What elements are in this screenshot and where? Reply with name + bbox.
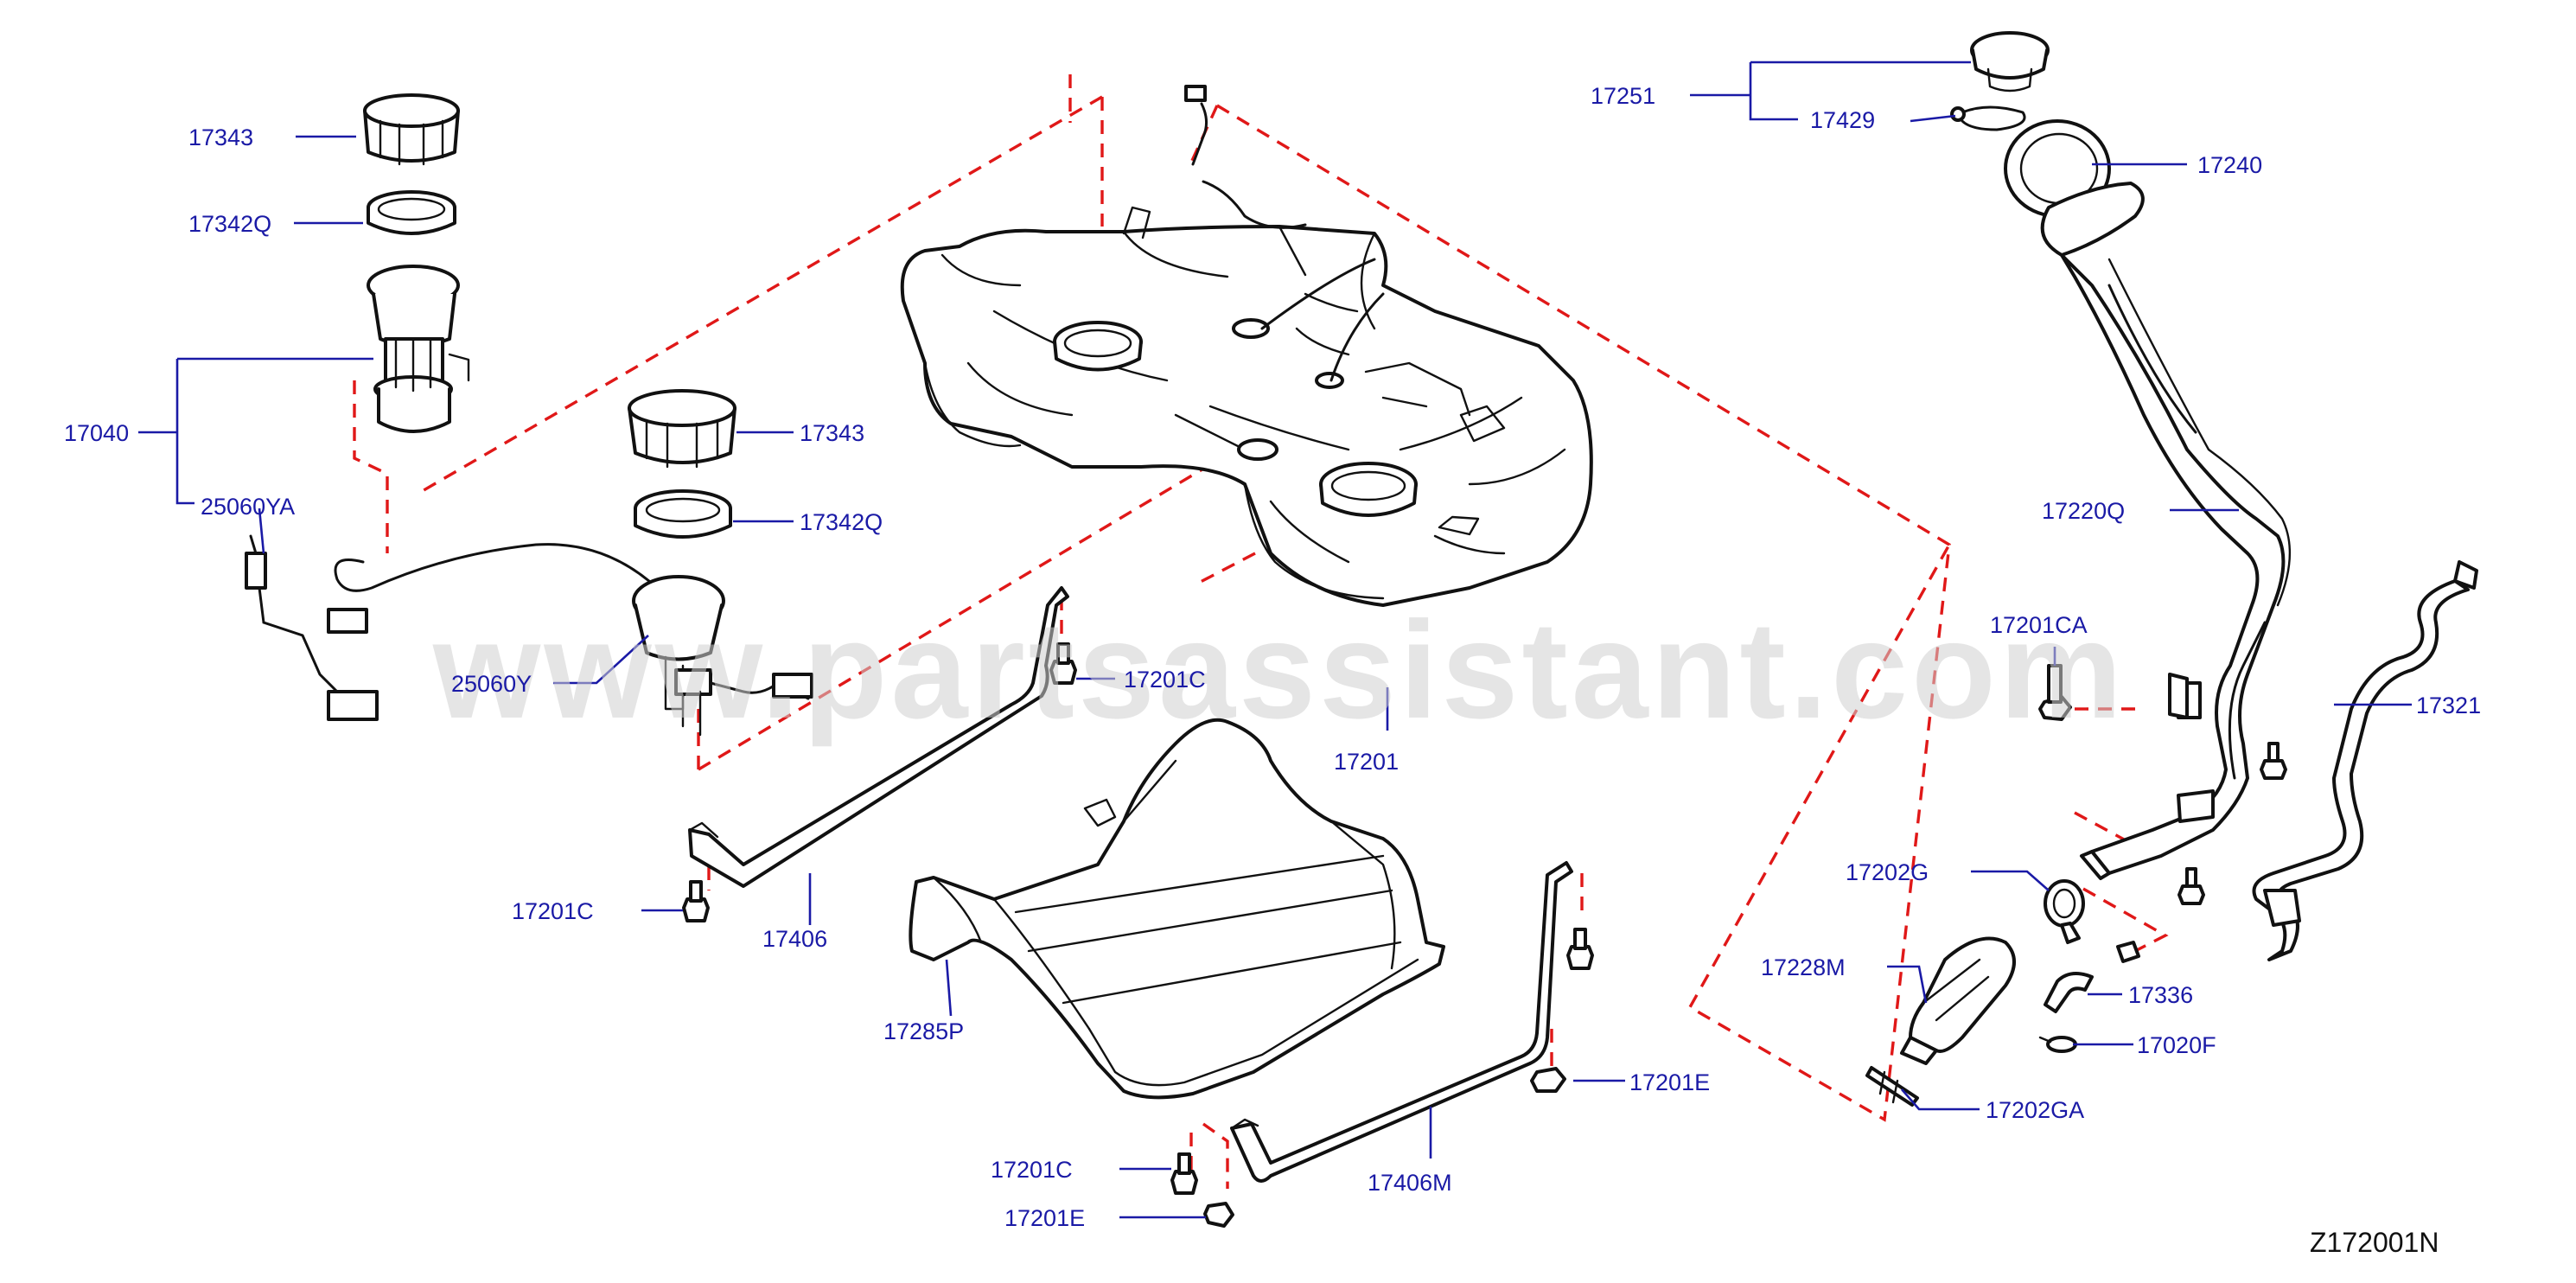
heat-shield — [909, 718, 1445, 1100]
clamp-17202ga — [1865, 1066, 1919, 1107]
callout-label: 17020F — [2137, 1032, 2216, 1058]
fuel-tank — [900, 85, 1593, 607]
filler-tube — [2040, 182, 2292, 880]
bolt-filler-b — [2177, 867, 2205, 905]
callout-label: 17220Q — [2042, 498, 2125, 524]
callout-label: 17240 — [2197, 152, 2262, 178]
callout-label: 17336 — [2128, 982, 2193, 1008]
callout-label: 17429 — [1810, 107, 1875, 133]
callout-label: 17201CA — [1990, 612, 2088, 638]
callout-label: 17228M — [1761, 954, 1846, 980]
callout-label: 25060YA — [201, 494, 295, 520]
fuel-pump-module-left — [367, 265, 470, 433]
lock-ring-centre — [628, 389, 736, 469]
leader-lines — [138, 61, 2412, 1219]
nut-17201e-b — [1203, 1202, 1234, 1228]
bolt-17201c-d — [1170, 1152, 1198, 1195]
callout-label: 17285P — [883, 1018, 964, 1044]
callout-label: 17251 — [1591, 83, 1655, 109]
tank-strap-right — [1230, 861, 1573, 1183]
cap-tether — [1950, 105, 2026, 131]
callout-label: 17202G — [1846, 859, 1929, 885]
callout-label: 17321 — [2416, 693, 2481, 718]
callout-label: 17040 — [64, 420, 129, 446]
callout-label: 17343 — [800, 420, 864, 446]
hose-17336 — [2044, 972, 2094, 1013]
bolts — [682, 642, 2287, 1228]
lock-ring-top-left — [363, 93, 460, 166]
bolt-17201ca — [2038, 664, 2072, 721]
callout-label: 17406 — [762, 926, 827, 952]
tank-strap-left — [688, 586, 1069, 888]
watermark: www.partsassistant.com — [432, 592, 2126, 747]
diagram-code: Z172001N — [2310, 1227, 2439, 1258]
callout-label: 17342Q — [188, 211, 271, 237]
callout-label: 25060Y — [451, 671, 532, 697]
bolt-17201c-b — [682, 880, 710, 922]
vent-hose-17321 — [2252, 560, 2478, 961]
fuel-filler-cap — [1970, 31, 2050, 93]
callout-label: 17406M — [1368, 1170, 1452, 1196]
callout-label: 17201C — [991, 1157, 1073, 1183]
nut-17201e-a — [1530, 1067, 1566, 1093]
callout-label: 17201C — [1124, 667, 1206, 693]
seal-ring-top-left — [367, 190, 456, 235]
bolt-filler-a — [2260, 742, 2287, 780]
callout-label: 17343 — [188, 124, 253, 150]
callout-label: 17201E — [1629, 1069, 1710, 1095]
clip-17020f — [2038, 1036, 2077, 1053]
callout-label: 17201E — [1004, 1205, 1085, 1231]
callout-label: 17201 — [1334, 749, 1399, 775]
callout-label: 17342Q — [800, 509, 883, 535]
fuel-level-sender — [632, 575, 813, 737]
filler-hose-17228m — [1900, 936, 2016, 1065]
clip-17336-joint — [2116, 941, 2140, 963]
seal-ring-centre — [634, 489, 732, 539]
pump-harness-left — [245, 534, 659, 721]
callout-labels: 17343 17342Q 17040 25060YA 17343 17342Q … — [64, 83, 2481, 1231]
clamp-17202g — [2044, 879, 2085, 944]
bolt-17201c-c — [1566, 928, 1594, 970]
bolt-17201c-a — [1049, 642, 1077, 685]
callout-label: 17202GA — [1986, 1097, 2084, 1123]
callout-label: 17201C — [512, 898, 594, 924]
